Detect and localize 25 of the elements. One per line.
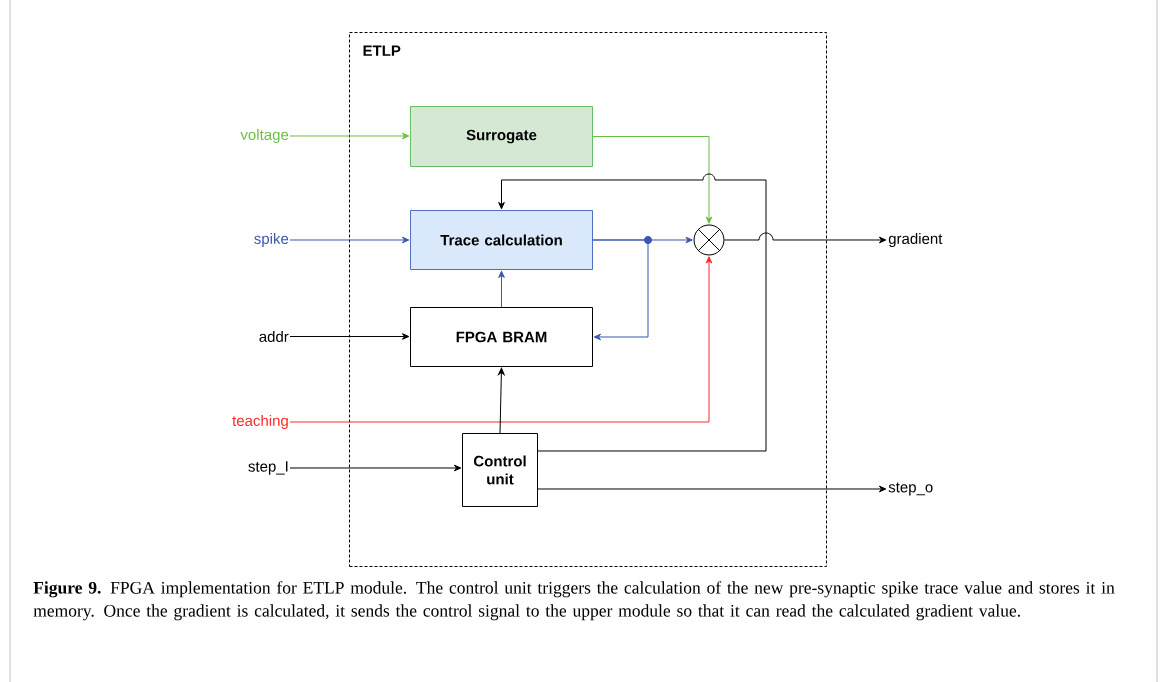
trace-block: Trace calculation xyxy=(410,210,593,270)
arrow xyxy=(498,270,505,308)
arrow xyxy=(592,136,713,224)
surrogate-block: Surrogate xyxy=(410,106,593,167)
arrow xyxy=(498,173,767,452)
arrow xyxy=(289,236,410,244)
signal-label: spike xyxy=(254,233,289,247)
arrow xyxy=(498,367,505,434)
arrow xyxy=(289,333,410,340)
memory-block: FPGA BRAM xyxy=(410,307,593,367)
signal-label: step_I xyxy=(248,461,288,475)
signal-label: teaching xyxy=(232,415,288,429)
signal-label: gradient xyxy=(888,233,943,247)
signal-label: voltage xyxy=(240,129,289,143)
arrow xyxy=(289,464,462,472)
control-block: Control unit xyxy=(462,433,538,507)
signal-label: step_o xyxy=(888,482,933,496)
arrow xyxy=(724,232,887,244)
arrow xyxy=(536,485,887,493)
arrow xyxy=(289,132,410,140)
signal-label: addr xyxy=(259,331,289,342)
arrow xyxy=(289,256,713,423)
multiplier-symbol xyxy=(693,224,725,256)
arrow xyxy=(592,239,649,341)
figure-caption: Figure 9. FPGA implementation for ETLP module. The control unit triggers the calculation of the new pre-synaptic spike trace value and stores it in memory. Once the gradient is calculated, it sends the control signal to the upper module so that it can read the calculated gradient value. xyxy=(33,581,1115,621)
